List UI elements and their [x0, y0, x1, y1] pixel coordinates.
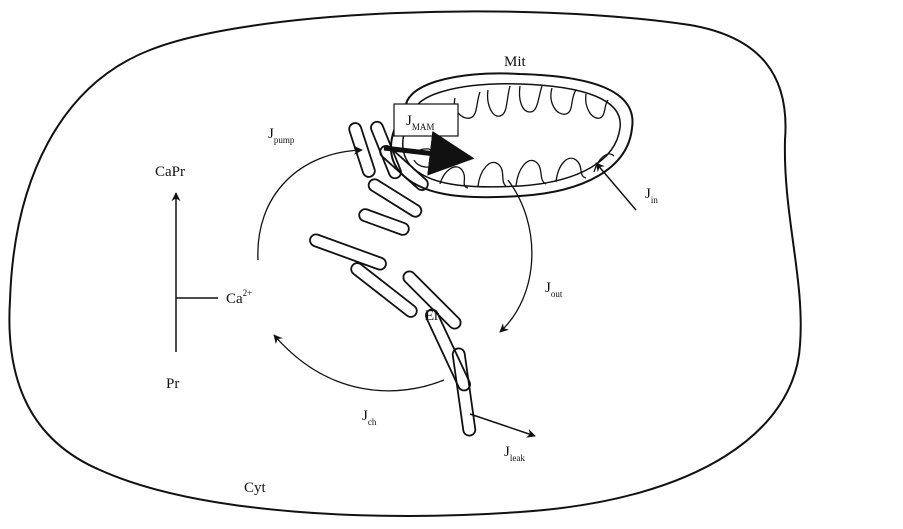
jpump-label: Jpump [268, 126, 295, 145]
cyt-label: Cyt [244, 480, 267, 496]
jleak-arrow [470, 414, 535, 436]
jch-arrow [274, 335, 444, 391]
jin-label: Jin [645, 186, 658, 205]
calcium-label: Ca2+ [226, 288, 252, 307]
cell-membrane [9, 11, 800, 516]
jch-label: Jch [362, 408, 377, 427]
capr-label: CaPr [155, 164, 185, 180]
endoplasmic-reticulum [308, 120, 476, 436]
jin-arrow [596, 163, 636, 210]
pr-label: Pr [166, 376, 179, 392]
er-label: Er [425, 308, 439, 324]
jleak-label: Jleak [504, 444, 525, 463]
mit-label: Mit [504, 54, 527, 70]
jout-arrow [500, 180, 532, 332]
jout-label: Jout [545, 280, 563, 299]
